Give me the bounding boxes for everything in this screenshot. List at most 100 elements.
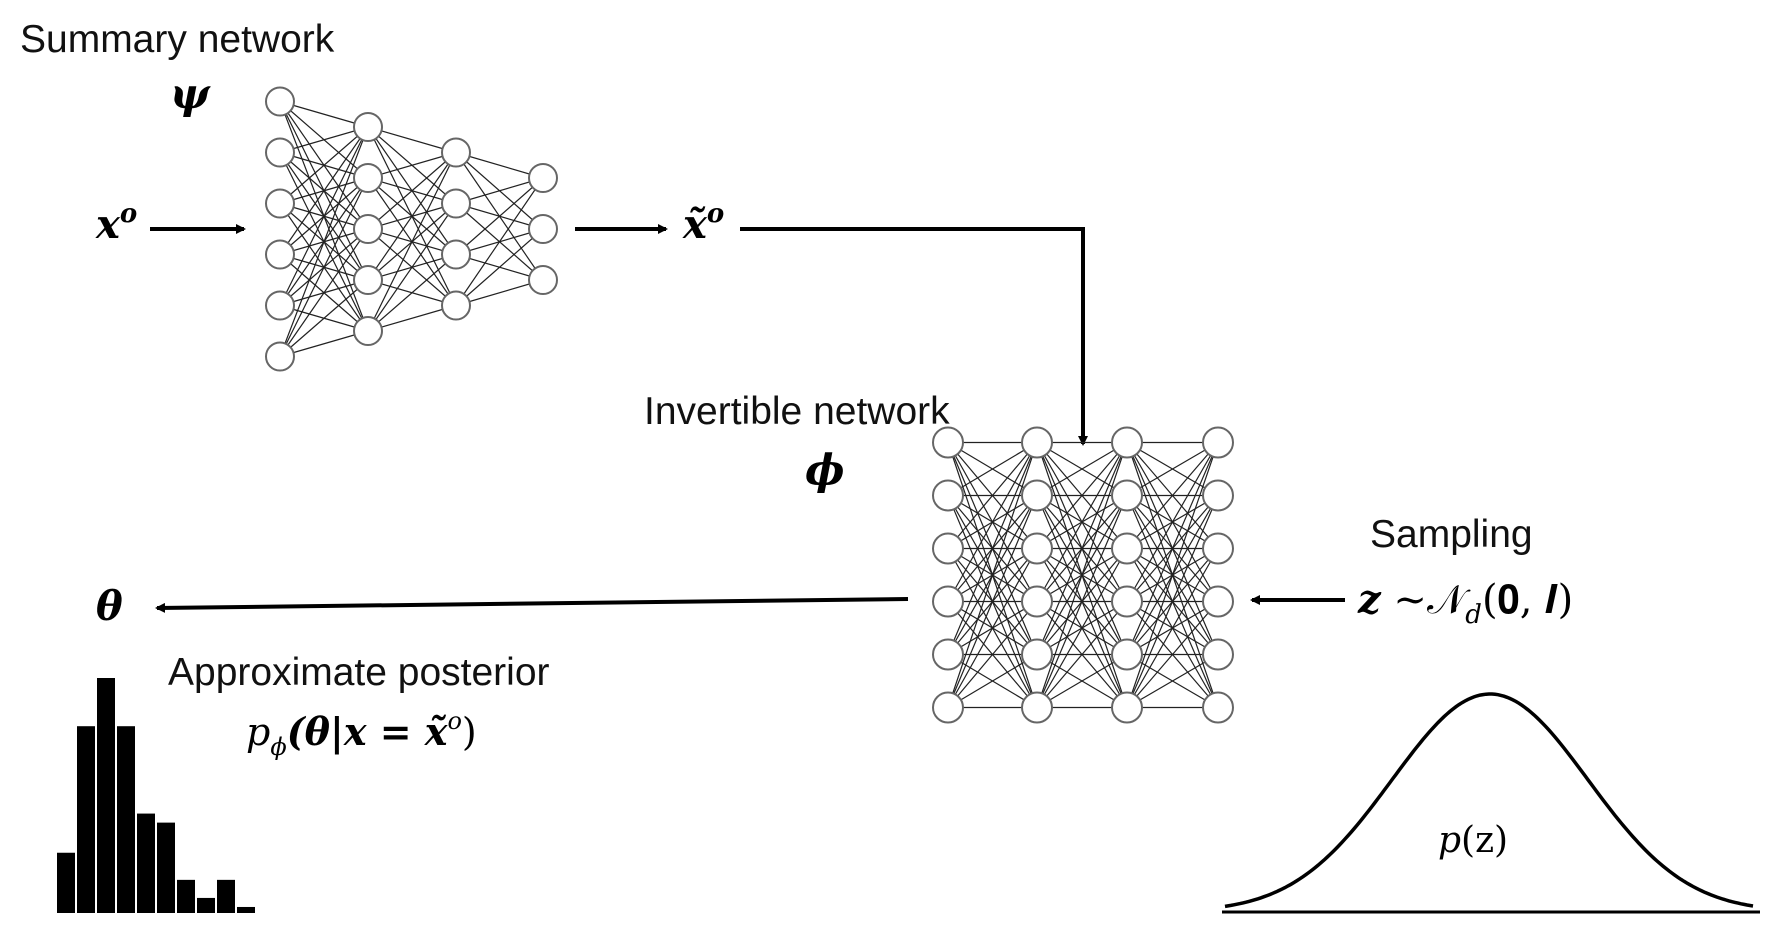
summary-network-edge (455, 228, 544, 306)
summary-network-node (265, 290, 295, 321)
invertible-network-edge (947, 442, 1038, 549)
invertible-network-edge (1126, 442, 1219, 708)
invertible-network-node (932, 426, 964, 459)
phi-symbol: ϕ (805, 445, 845, 494)
summary-network-node (353, 112, 383, 142)
invertible-network-edge (1126, 548, 1219, 708)
invertible-network-node (1202, 426, 1234, 459)
invertible-network-edge (1126, 653, 1219, 709)
summary-network-edge (455, 151, 544, 179)
invertible-network-node (1111, 479, 1143, 512)
invertible-network-node (1021, 585, 1053, 618)
summary-network-edge (455, 279, 544, 307)
posterior-expression: pϕ(θ|x = x̃o) (246, 707, 477, 761)
summary-network-edge (367, 254, 457, 332)
invertible-network-edge (1126, 442, 1219, 655)
summary-network-node (265, 137, 295, 168)
summary-network-node (265, 86, 295, 117)
summary-network-edge (455, 177, 544, 306)
x-tilde-label: x̃o (682, 199, 724, 248)
invertible-network-edge (1036, 601, 1128, 708)
invertible-network-edge (1126, 601, 1219, 708)
histogram-bar (77, 726, 95, 913)
summary-network-node (353, 316, 383, 346)
histogram-bar (217, 879, 235, 913)
summary-network-edge (279, 126, 369, 255)
summary-network-node (353, 163, 383, 193)
summary-network-edge (279, 100, 369, 128)
invertible-network-edge (1126, 495, 1219, 708)
pz-label: p(z) (1438, 820, 1508, 861)
summary-network-edge (279, 177, 369, 357)
summary-network-edge (455, 177, 544, 255)
invertible-network-edge (947, 442, 1038, 708)
summary-network-node (441, 239, 471, 270)
invertible-network-title: Invertible network (644, 390, 950, 433)
summary-network-edge (279, 126, 369, 154)
invertible-network-node (1111, 691, 1143, 724)
sampling-label: Sampling (1370, 513, 1533, 556)
summary-network-edge (367, 152, 457, 332)
invertible-network-node (1021, 479, 1053, 512)
invertible-network-edge (947, 441, 1038, 497)
invertible-network-node (1202, 479, 1234, 512)
posterior-output-arrow (155, 597, 909, 613)
summary-network-node (353, 265, 383, 295)
invertible-network-edge (947, 601, 1038, 708)
summary-network-graph (265, 86, 558, 372)
summary-network-edge (367, 151, 457, 179)
invertible-network-node (1202, 585, 1234, 618)
approx-posterior-label: Approximate posterior (168, 651, 550, 694)
histogram-bar (177, 879, 195, 913)
invertible-network-node (1021, 426, 1053, 459)
histogram-bar (137, 813, 155, 913)
invertible-network-edge (1036, 548, 1128, 708)
histogram-bar (157, 822, 175, 913)
invertible-network-node (932, 479, 964, 512)
summary-network-node (528, 214, 558, 244)
summary-network-node (528, 265, 558, 295)
psi-symbol: ψ (170, 69, 211, 118)
invertible-network-node (1021, 532, 1053, 565)
invertible-network-node (932, 638, 964, 671)
histogram-bar (57, 852, 75, 913)
invertible-network-edge (1036, 442, 1128, 655)
histogram-bar (117, 726, 135, 913)
invertible-network-node (932, 585, 964, 618)
summary-network-edge (455, 177, 544, 205)
summary-network-node (441, 137, 471, 168)
summary-network-edge (279, 126, 369, 306)
invertible-network-edge (1036, 653, 1128, 709)
invertible-network-graph (932, 426, 1234, 724)
histogram-bar (97, 678, 115, 913)
summary-network-node (265, 188, 295, 219)
summary-network-edge (279, 126, 369, 357)
invertible-network-edge (1126, 442, 1219, 602)
summary-network-node (265, 239, 295, 270)
invertible-network-edge (1036, 441, 1128, 497)
invertible-network-edge (947, 548, 1038, 708)
invertible-network-edge (947, 442, 1038, 655)
summary-network-edge (367, 152, 457, 281)
posterior-histogram (57, 678, 255, 913)
histogram-bar (197, 897, 215, 913)
to-invertible-arrow (740, 227, 1088, 446)
invertible-network-edge (947, 442, 1038, 602)
invertible-network-edge (1036, 442, 1128, 602)
invertible-network-edge (1036, 495, 1128, 708)
x-observed-label: xo (95, 199, 137, 248)
invertible-network-node (1111, 426, 1143, 459)
z-distribution-expression: z ~𝒩d(𝟎, 𝑰) (1357, 576, 1573, 630)
summary-network-edge (279, 228, 369, 357)
invertible-network-node (1202, 532, 1234, 565)
gaussian-curve (1224, 692, 1754, 909)
invertible-network-node (1111, 638, 1143, 671)
summary-network-edge (367, 203, 457, 332)
summary-network-edge (279, 330, 369, 358)
summary-network-title: Summary network (20, 18, 335, 61)
summary-network-edge (367, 152, 457, 230)
summary-network-edge (279, 279, 369, 357)
invertible-network-node (1021, 691, 1053, 724)
invertible-network-node (1111, 585, 1143, 618)
